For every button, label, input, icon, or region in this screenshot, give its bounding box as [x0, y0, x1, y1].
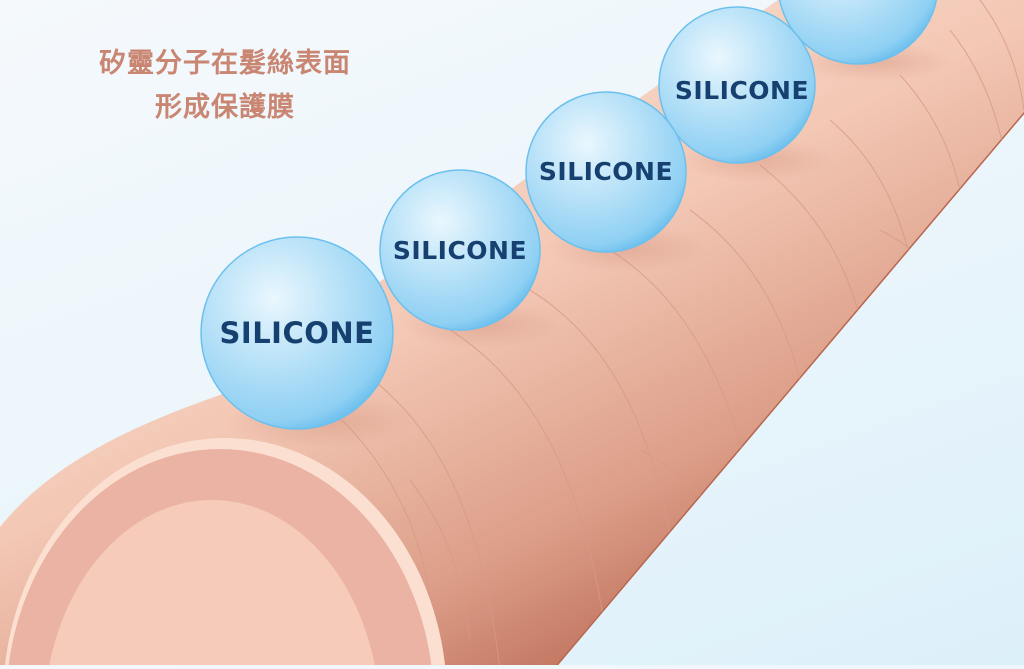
silicone-molecule: SILICONE [525, 91, 687, 253]
silicone-label: SILICONE [393, 236, 527, 265]
silicone-label: SILICONE [675, 76, 809, 105]
silicone-molecule: SILICONE [200, 236, 394, 430]
title-line-1: 矽靈分子在髮絲表面 [99, 48, 351, 79]
silicone-molecule [778, 0, 938, 65]
diagram-title: 矽靈分子在髮絲表面 形成保護膜 [60, 42, 390, 130]
silicone-label: SILICONE [220, 316, 375, 350]
medulla-core [48, 500, 376, 669]
hair-cross-section [4, 438, 446, 669]
silicone-label: SILICONE [539, 157, 673, 186]
title-line-2: 形成保護膜 [155, 92, 295, 123]
silicone-molecule: SILICONE [379, 169, 541, 331]
silicone-molecule: SILICONE [658, 6, 816, 164]
